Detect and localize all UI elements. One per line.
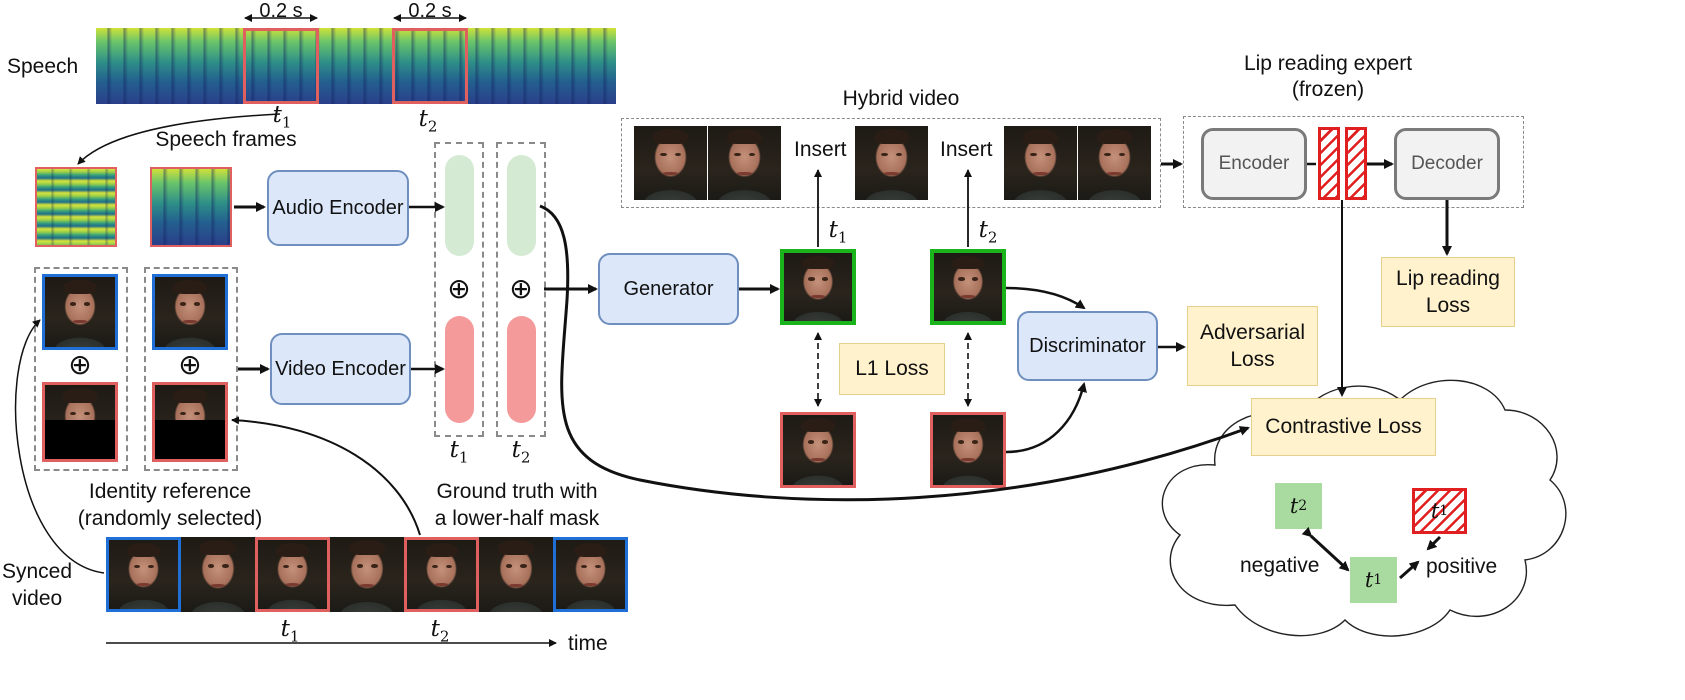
- hybrid-video-label: Hybrid video: [842, 87, 960, 110]
- audio-embedding-t1: [445, 155, 474, 256]
- insert-label-t2: Insert: [940, 138, 993, 161]
- synced-video-label-line2: video: [12, 587, 63, 610]
- synced-t2-label: t2: [430, 616, 450, 646]
- visual-embedding-t1: [445, 316, 474, 423]
- adversarial-loss-line1: Adversarial: [1199, 320, 1306, 344]
- input-group-t1: [34, 267, 128, 471]
- lip-decoder-box: Decoder: [1394, 128, 1500, 200]
- visual-embedding-t2: [507, 316, 536, 423]
- embedding-group-t1: [434, 142, 484, 437]
- concat-symbol-input-1: ⊕: [68, 348, 92, 381]
- generator-box: Generator: [598, 253, 739, 325]
- hybrid-frame-1: [634, 126, 707, 200]
- lip-expert-label-line2: (frozen): [1291, 78, 1365, 101]
- expert-feature-t2: [1345, 127, 1367, 200]
- generated-t1-label: t1: [828, 217, 848, 247]
- lip-expert-label-line1: Lip reading expert: [1243, 52, 1413, 75]
- lip-reading-loss-line2: Loss: [1425, 294, 1471, 317]
- expert-feature-t1: [1318, 127, 1340, 200]
- embedding-t2-label: t2: [511, 437, 531, 467]
- concat-symbol-embedding-1: ⊕: [447, 272, 471, 305]
- synced-frame-7: [553, 537, 628, 612]
- speech-window-t1: [243, 28, 319, 104]
- contrastive-loss-box: Contrastive Loss: [1251, 398, 1436, 456]
- speech-t2-label: t2: [418, 106, 438, 136]
- discriminator-box: Discriminator: [1017, 311, 1158, 381]
- masked-gt-frame-1: [42, 382, 118, 462]
- lip-reading-loss-line1: Lip reading: [1396, 266, 1500, 290]
- speech-t1-label: t1: [272, 102, 292, 132]
- negative-label: negative: [1240, 554, 1320, 577]
- synced-frame-6: [479, 537, 553, 612]
- generated-frame-t2: [930, 249, 1006, 325]
- synced-video-label-line1: Synced: [2, 560, 73, 583]
- synced-frame-2: [181, 537, 255, 612]
- video-encoder-box: Video Encoder: [270, 333, 411, 405]
- l1-loss-box: L1 Loss: [839, 343, 945, 395]
- hybrid-frame-2: [708, 126, 781, 200]
- speech-frame-t1: [35, 167, 117, 247]
- audio-encoder-box: Audio Encoder: [267, 170, 409, 246]
- synced-frame-4: [330, 537, 404, 612]
- hybrid-frame-3: [855, 126, 928, 200]
- hybrid-frame-4: [1004, 126, 1077, 200]
- synced-frame-5: [404, 537, 479, 612]
- time-axis-label: time: [568, 632, 608, 655]
- ground-truth-label-line1: Ground truth with: [436, 480, 598, 503]
- hybrid-frame-5: [1078, 126, 1151, 200]
- synced-frame-1: [106, 537, 181, 612]
- speech-frame-t2: [150, 167, 232, 247]
- hybrid-video-box: [621, 118, 1161, 208]
- ground-truth-frame-t2: [930, 412, 1006, 488]
- positive-label: positive: [1426, 555, 1498, 578]
- generated-t2-label: t2: [978, 217, 998, 247]
- adversarial-loss-line2: Loss: [1230, 348, 1275, 371]
- identity-frame-1: [42, 274, 118, 350]
- speech-window-t2: [392, 28, 468, 104]
- insert-label-t1: Insert: [794, 138, 847, 161]
- speech-frames-label: Speech frames: [155, 128, 297, 151]
- synced-t1-label: t1: [280, 616, 300, 646]
- speech-label: Speech: [7, 55, 79, 78]
- identity-reference-label-line2: (randomly selected): [77, 507, 263, 530]
- lip-expert-box: [1183, 116, 1524, 208]
- ground-truth-frame-t1: [780, 412, 856, 488]
- identity-reference-label-line1: Identity reference: [88, 480, 252, 503]
- identity-frame-2: [152, 274, 228, 350]
- input-group-t2: [144, 267, 238, 471]
- concat-symbol-input-2: ⊕: [178, 348, 202, 381]
- synced-frame-3: [255, 537, 330, 612]
- ground-truth-label-line2: a lower-half mask: [434, 507, 600, 530]
- generated-frame-t1: [780, 249, 856, 325]
- speech-spectrogram: [96, 28, 616, 104]
- concat-symbol-embedding-2: ⊕: [509, 272, 533, 305]
- embedding-t1-label: t1: [449, 437, 469, 467]
- lip-encoder-box: Encoder: [1201, 128, 1307, 200]
- masked-gt-frame-2: [152, 382, 228, 462]
- audio-embedding-t2: [507, 155, 536, 256]
